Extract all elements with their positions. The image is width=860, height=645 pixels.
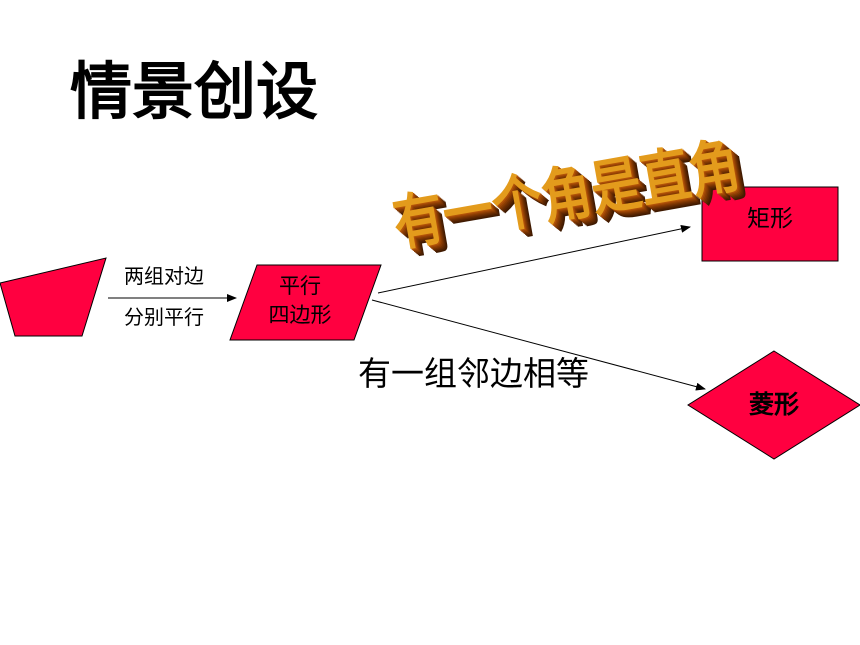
- parallelogram-label-line1: 平行: [279, 274, 321, 298]
- rhombus-label: 菱形: [748, 390, 799, 419]
- parallelogram-label-line2: 四边形: [268, 303, 332, 327]
- edge-label-top: 两组对边: [124, 264, 204, 288]
- edge-label-bottom: 分别平行: [124, 305, 204, 329]
- rhombus-shape: [687, 350, 860, 460]
- page-title: 情景创设: [70, 55, 319, 128]
- branch-low-label: 有一组邻边相等: [358, 354, 589, 393]
- rectangle-label: 矩形: [747, 206, 793, 232]
- arrow-to-rhombus: [371, 299, 706, 391]
- rectangle-shape: [701, 186, 839, 262]
- parallelogram-label: 平行 四边形: [240, 272, 360, 330]
- quadrilateral-shape: [0, 257, 107, 337]
- arrow-to-rectangle: [377, 224, 691, 294]
- parallelogram-shape: [229, 264, 382, 341]
